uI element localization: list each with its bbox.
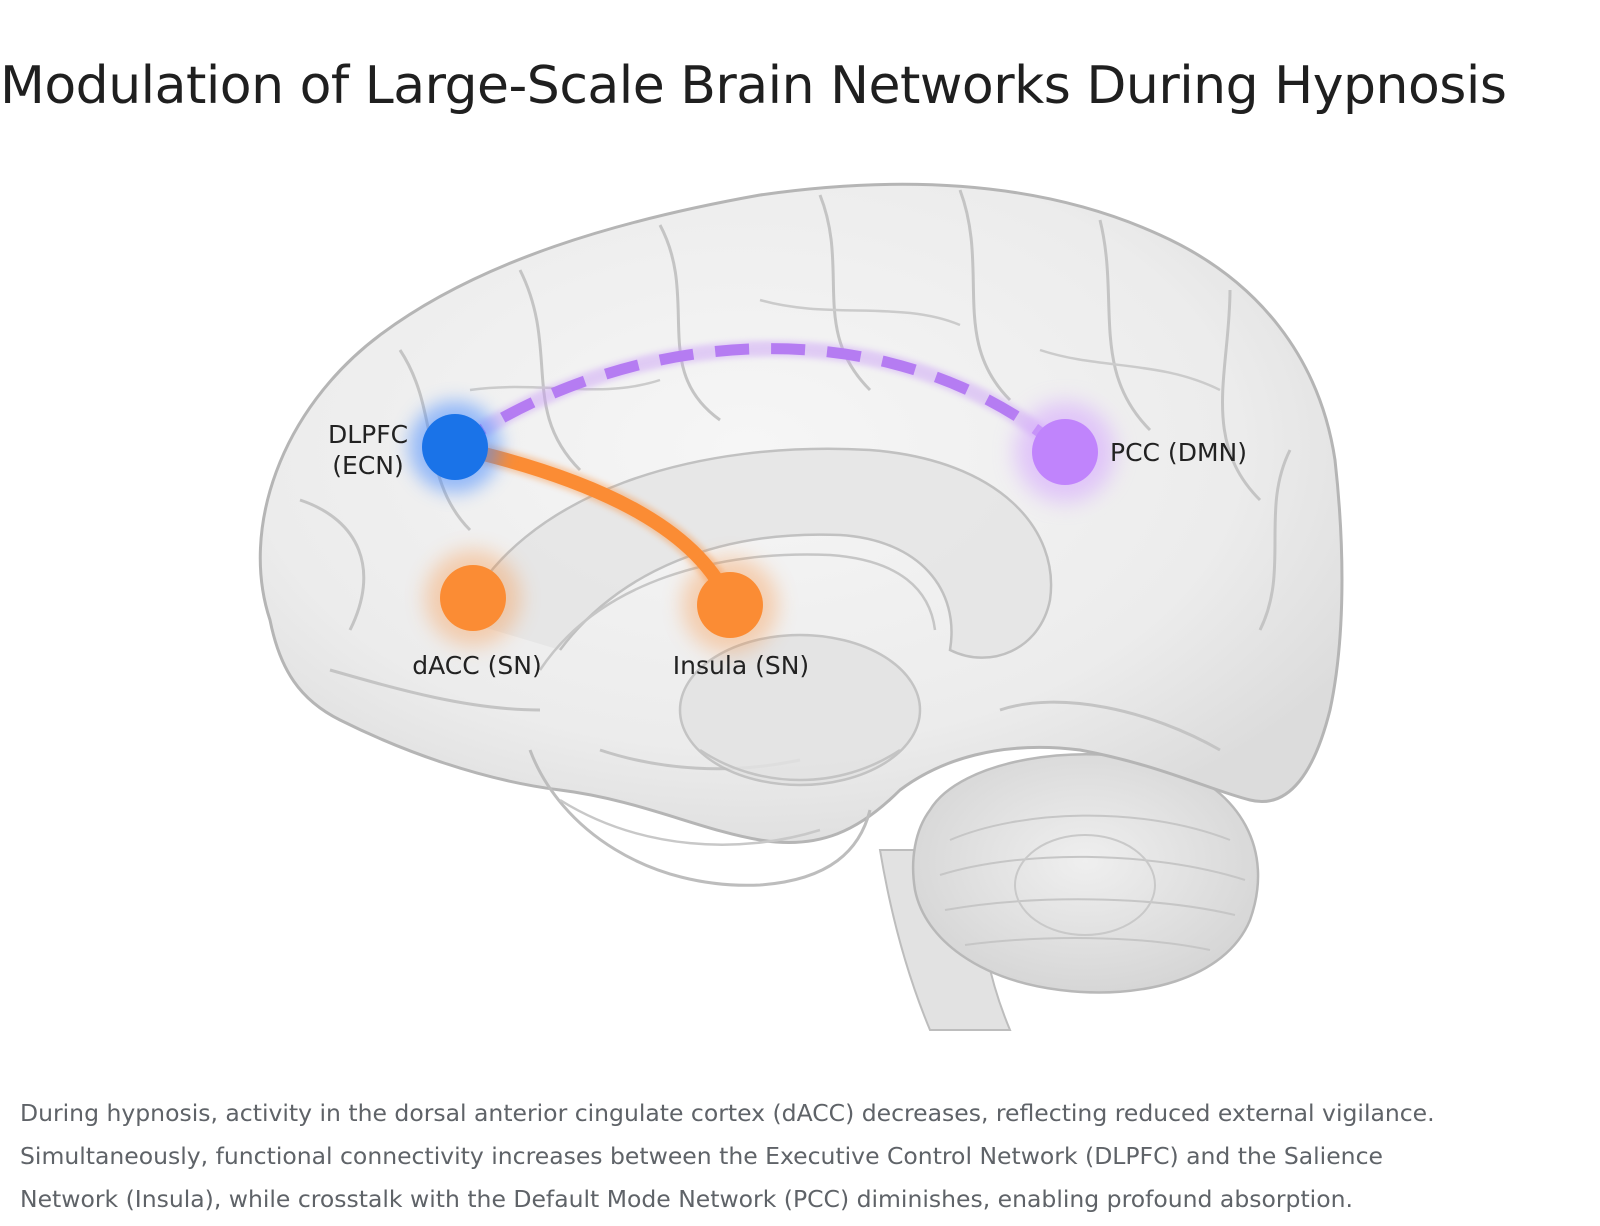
caption-line-1: During hypnosis, activity in the dorsal …: [20, 1099, 1435, 1127]
label-dlpfc-line1: DLPFC: [328, 420, 408, 449]
caption-line-2: Simultaneously, functional connectivity …: [20, 1142, 1383, 1170]
diagram-canvas: DLPFC (ECN) PCC (DMN) dACC (SN) Insula (…: [258, 182, 1344, 1031]
label-dlpfc-line2: (ECN): [332, 451, 403, 480]
brain-network-diagram: DLPFC (ECN) PCC (DMN) dACC (SN) Insula (…: [0, 150, 1600, 1070]
label-pcc: PCC (DMN): [1110, 438, 1247, 467]
node-insula: [682, 557, 778, 653]
caption-line-3: Network (Insula), while crosstalk with t…: [20, 1185, 1353, 1213]
page-title: Modulation of Large-Scale Brain Networks…: [0, 56, 1507, 116]
dashed-connection-line: [451, 343, 1069, 457]
label-dacc: dACC (SN): [412, 651, 541, 680]
node-pcc: [1015, 402, 1115, 502]
connection-dlpfc-pcc: [450, 340, 1071, 459]
node-dacc: [425, 550, 521, 646]
node-dlpfc: [409, 401, 501, 493]
cerebellum: [911, 752, 1260, 994]
figure-caption: During hypnosis, activity in the dorsal …: [20, 1092, 1590, 1221]
label-insula: Insula (SN): [673, 651, 809, 680]
